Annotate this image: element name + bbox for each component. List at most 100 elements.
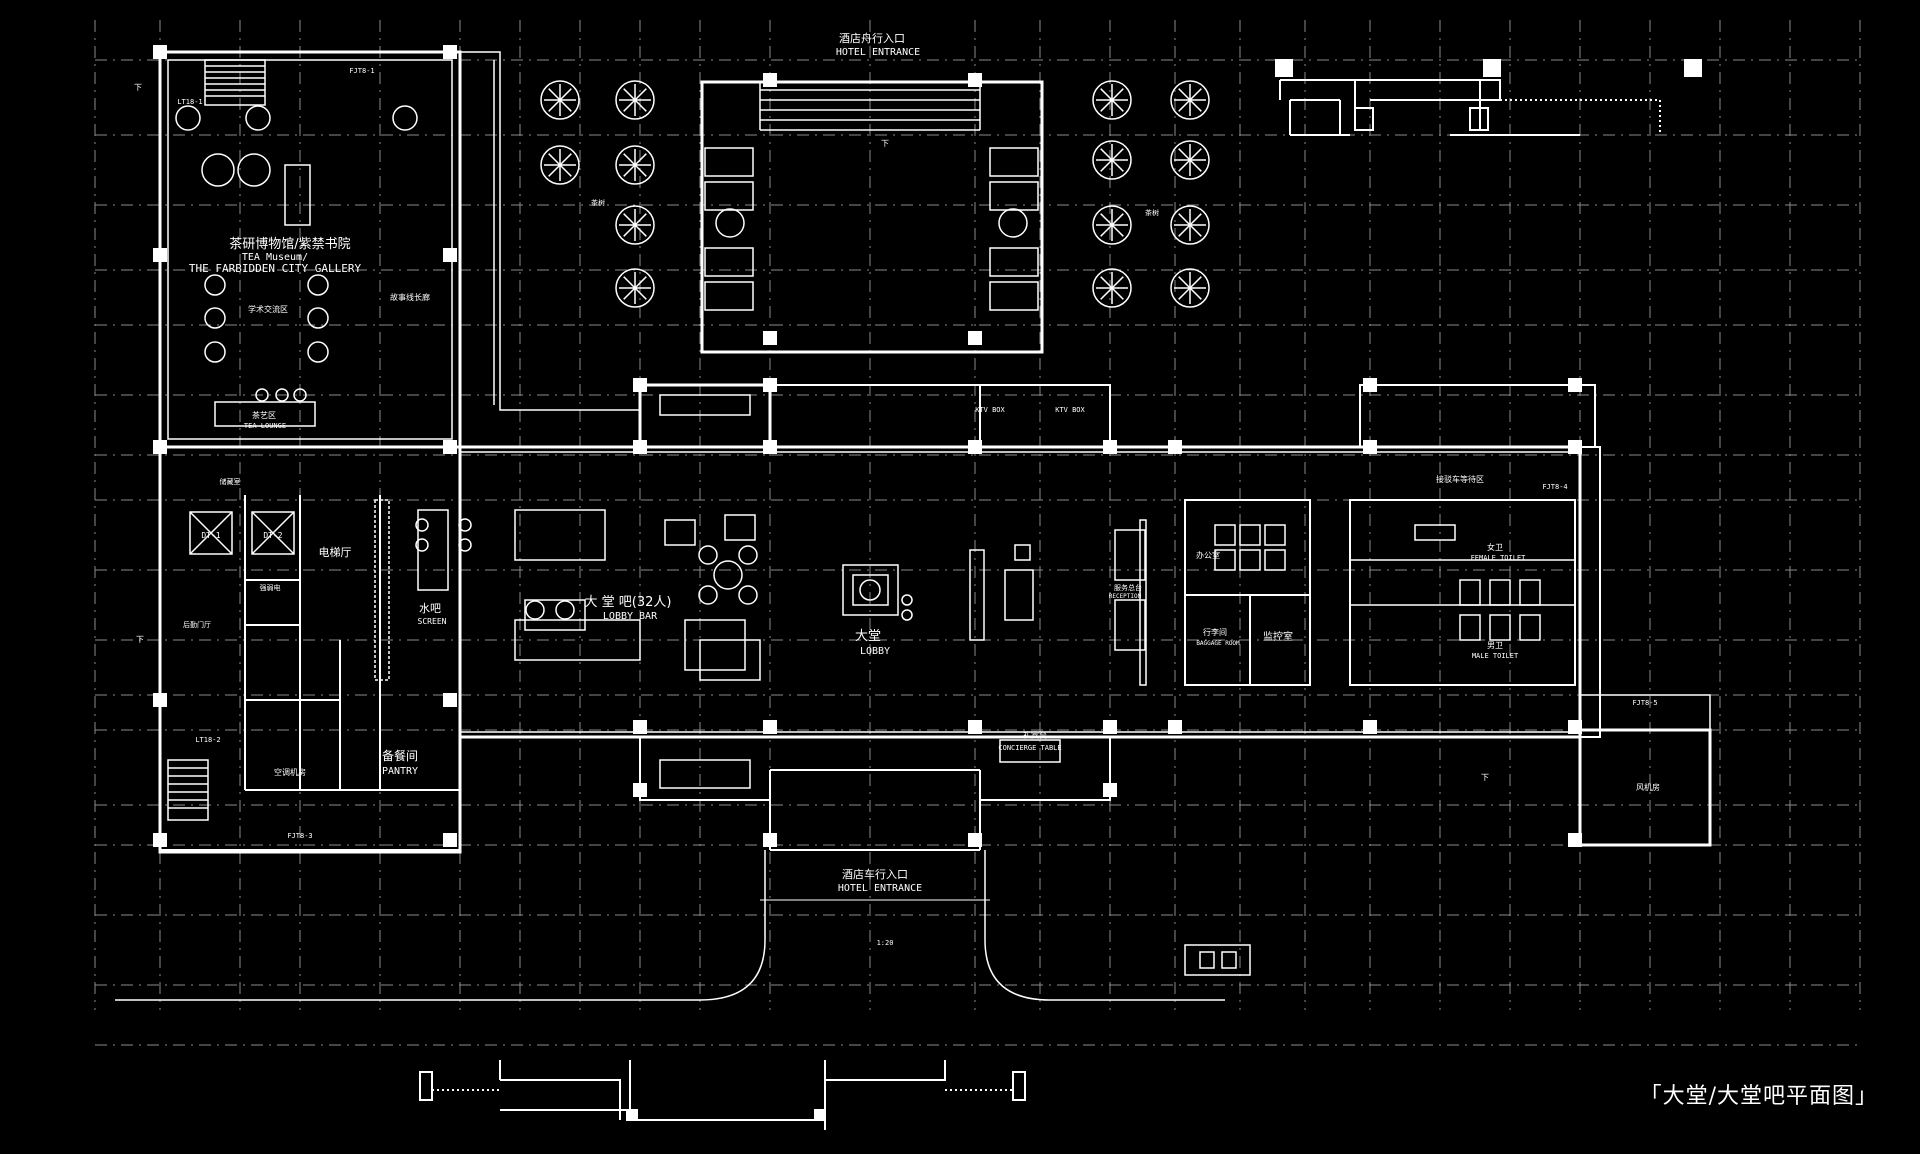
male-toilet-cn: 男卫 [1487, 641, 1503, 650]
room-labels: 酒店舟行入口 HOTEL ENTRANCE 酒店车行入口 HOTEL ENTRA… [134, 31, 1660, 947]
down-marker-4: 下 [881, 139, 889, 148]
waiting-label: 接驳车等待区 [1436, 474, 1484, 484]
column [153, 833, 167, 847]
water-bar-label-en: SCREEN [418, 617, 447, 626]
lobby-label-cn: 大堂 [855, 629, 881, 644]
ktv-box-2: KTV BOX [1055, 406, 1085, 414]
lobby-label-en: LOBBY [860, 646, 890, 657]
column [1363, 440, 1377, 454]
tree [540, 145, 580, 185]
tree [1170, 268, 1210, 308]
tree [1092, 140, 1132, 180]
column [153, 693, 167, 707]
column [633, 440, 647, 454]
column [763, 331, 777, 345]
down-marker-2: 下 [136, 635, 144, 644]
column [443, 45, 457, 59]
reception-label-cn: 服务总台 [1114, 583, 1142, 592]
column [1363, 378, 1377, 392]
tea-tree-label-1: 茶树 [591, 198, 605, 207]
male-toilet-en: MALE TOILET [1472, 652, 1519, 660]
stair-fjt8-1: FJT8-1 [349, 67, 374, 75]
tea-lounge-label: TEA LOUNGE [244, 422, 286, 430]
office-label: 办公室 [1196, 550, 1220, 560]
tree [1170, 80, 1210, 120]
column [763, 720, 777, 734]
stair-fjt8-4: FJT8-4 [1542, 483, 1567, 491]
water-bar-label-cn: 水吧 [419, 602, 441, 615]
story-corridor-label: 故事线长廊 [390, 292, 430, 302]
column [633, 720, 647, 734]
reception-label-en: RECEPTION [1109, 593, 1142, 600]
stair-lt18-2: LT18-2 [195, 736, 220, 744]
column [1363, 720, 1377, 734]
gallery-label-en2: THE FARBIDDEN CITY GALLERY [189, 262, 362, 275]
landscape-trees [540, 80, 1210, 308]
tree [1170, 205, 1210, 245]
stair-lt18-1: LT18-1 [177, 98, 202, 106]
column [443, 248, 457, 262]
column [443, 693, 457, 707]
column [1568, 833, 1582, 847]
storage-label: 储藏室 [220, 477, 241, 486]
gallery-label-cn: 茶研博物馆/紫禁书院 [229, 236, 350, 252]
concierge-label-cn: 礼宾台 [1023, 730, 1047, 740]
column [153, 248, 167, 262]
column [633, 783, 647, 797]
stair-fjt8-5: FJT8-5 [1632, 699, 1657, 707]
column [1103, 720, 1117, 734]
column [153, 440, 167, 454]
column [1568, 720, 1582, 734]
back-office-label: 后勤门厅 [183, 620, 211, 629]
lift-2-label: DT-2 [263, 531, 282, 540]
pantry-label-cn: 备餐间 [382, 748, 418, 763]
bottom-elevation [419, 1060, 1026, 1130]
column [968, 720, 982, 734]
column [1568, 440, 1582, 454]
baggage-label-en: BAGGAGE ROOM [1196, 640, 1240, 647]
column [153, 45, 167, 59]
down-marker-3: 下 [1481, 773, 1489, 782]
down-marker-1: 下 [134, 83, 142, 92]
column [443, 440, 457, 454]
tree [1170, 140, 1210, 180]
tree [1092, 205, 1132, 245]
tree [1092, 80, 1132, 120]
tree [615, 268, 655, 308]
lobby-bar-label-en: LOBBY BAR [603, 611, 658, 622]
lobby-bar-label-cn: 大 堂 吧(32人) [585, 595, 672, 610]
weak-elec-label: 强弱电 [260, 583, 281, 592]
tea-area-label: 茶艺区 [252, 410, 276, 420]
column [1103, 783, 1117, 797]
column [443, 833, 457, 847]
bottom-entrance-en: HOTEL ENTRANCE [838, 883, 922, 894]
column [763, 73, 777, 87]
drawing-title: 「大堂/大堂吧平面图」 [1639, 1084, 1878, 1109]
fan-room-label: 风机房 [1636, 782, 1660, 792]
baggage-label-cn: 行李间 [1203, 627, 1227, 637]
pantry-label-en: PANTRY [382, 766, 418, 777]
bottom-entrance-cn: 酒店车行入口 [842, 867, 908, 881]
security-label: 监控室 [1263, 630, 1293, 643]
column [968, 440, 982, 454]
column [1568, 378, 1582, 392]
column [633, 378, 647, 392]
column [1168, 720, 1182, 734]
column [763, 833, 777, 847]
tree [615, 80, 655, 120]
column [968, 331, 982, 345]
top-entrance-en: HOTEL ENTRANCE [836, 47, 920, 58]
tea-tree-label-2: 茶树 [1145, 208, 1159, 217]
tree [615, 205, 655, 245]
furniture [167, 59, 1541, 976]
ac-room-label: 空调机房 [274, 767, 306, 777]
elevation-fragment [1275, 59, 1702, 136]
scale-note: 1:20 [877, 939, 894, 947]
female-toilet-en: FEMALE TOILET [1471, 554, 1527, 562]
academic-label: 学术交流区 [248, 304, 288, 314]
stair-fjt8-3: FJT8-3 [287, 832, 312, 840]
concierge-label-en: CONCIERGE TABLE [998, 744, 1061, 752]
column [763, 440, 777, 454]
female-toilet-cn: 女卫 [1487, 542, 1503, 552]
